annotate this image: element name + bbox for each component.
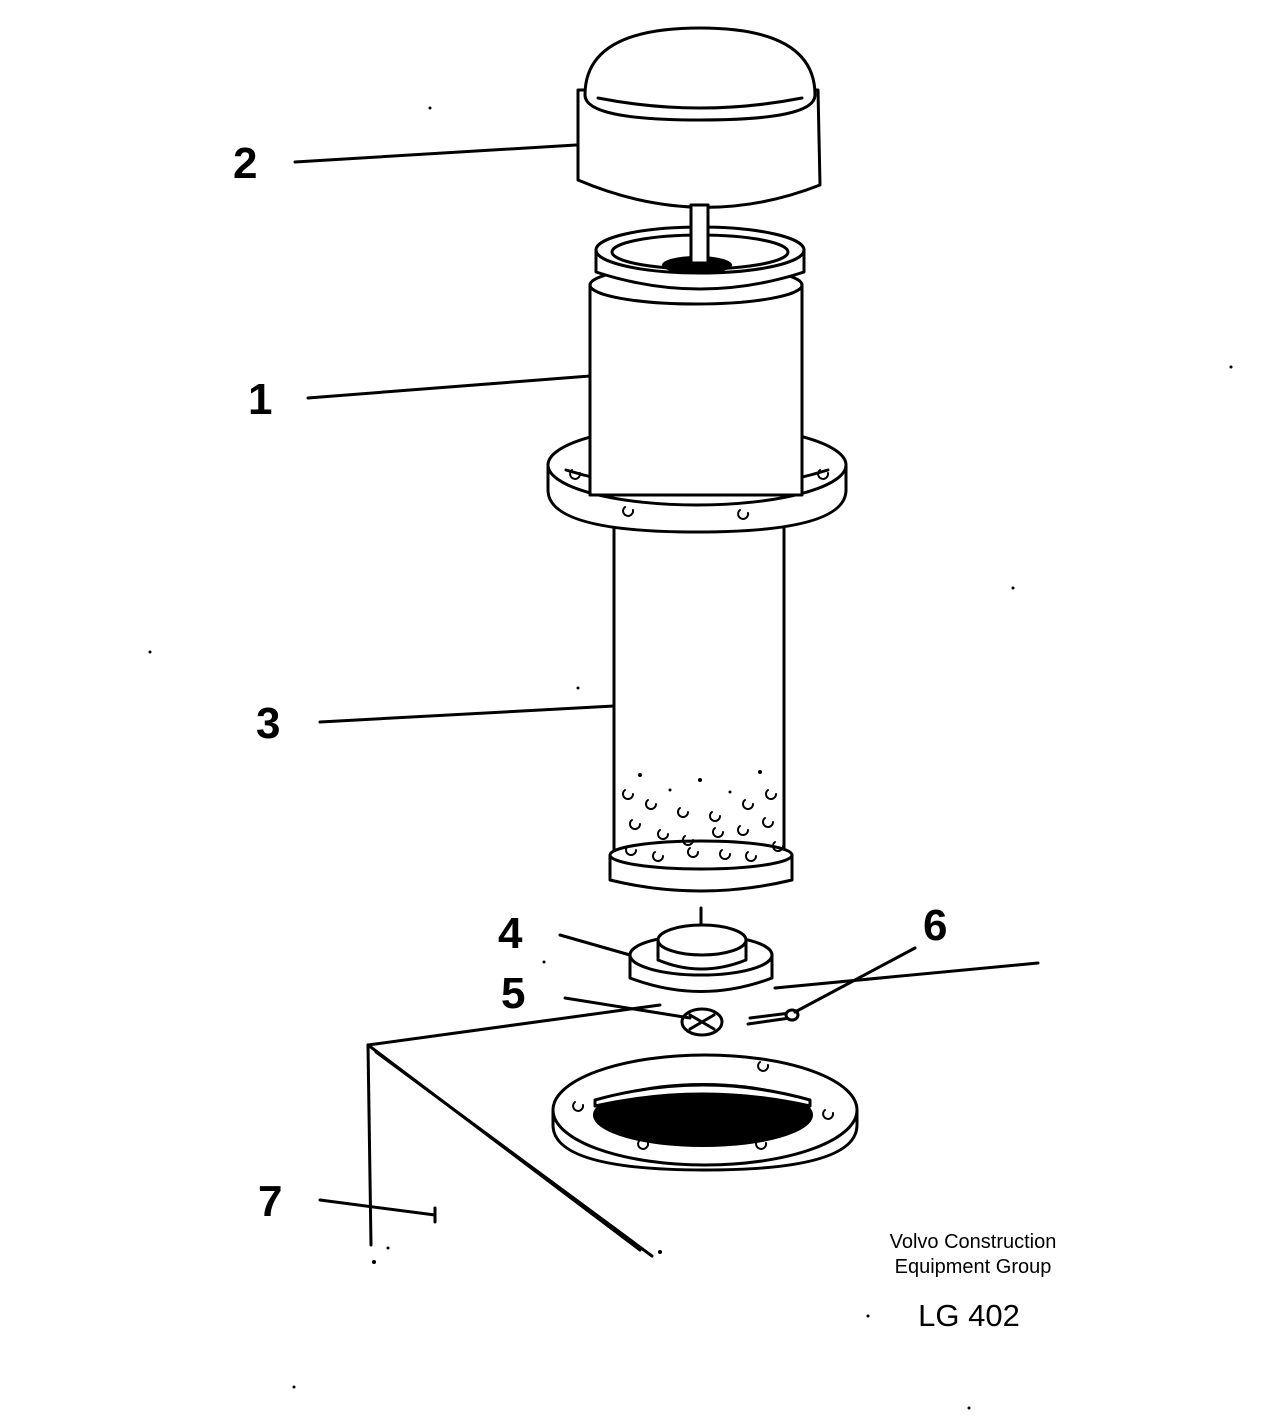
leader-1 [306,374,592,400]
leader-7 [318,1198,437,1217]
part-7-tank [366,1003,662,1264]
scan-speckles [148,106,1233,1410]
leader-3 [318,704,616,724]
part-5-nut [680,1007,724,1037]
callout-6: 6 [923,901,947,950]
flange-bolt-marks [569,469,830,520]
leader-2 [293,143,578,164]
callout-3: 3 [256,699,280,748]
part-2-cap [576,26,822,209]
tank-mounting-ring [551,1053,859,1172]
part-1-filter-housing [546,203,848,534]
callout-1: 1 [248,375,272,424]
callout-labels: 2 1 3 4 5 6 7 [233,139,947,1226]
company-name-line1: Volvo Construction [890,1231,1057,1253]
leader-5 [563,996,692,1020]
drawing-caption: Volvo Construction Equipment Group LG 40… [890,1231,1057,1333]
leader-4 [558,933,632,957]
drawing-code: LG 402 [918,1298,1020,1333]
callout-7: 7 [258,1177,282,1226]
callout-2: 2 [233,139,257,188]
callout-4: 4 [498,909,523,958]
company-name-line2: Equipment Group [895,1256,1052,1278]
part-6-split-pin [746,1008,800,1026]
perforation-pattern [622,770,784,862]
callout-5: 5 [501,969,525,1018]
part-3-filter-element [608,493,794,893]
part-4-valve [628,906,774,993]
leader-lines [293,143,1040,1224]
